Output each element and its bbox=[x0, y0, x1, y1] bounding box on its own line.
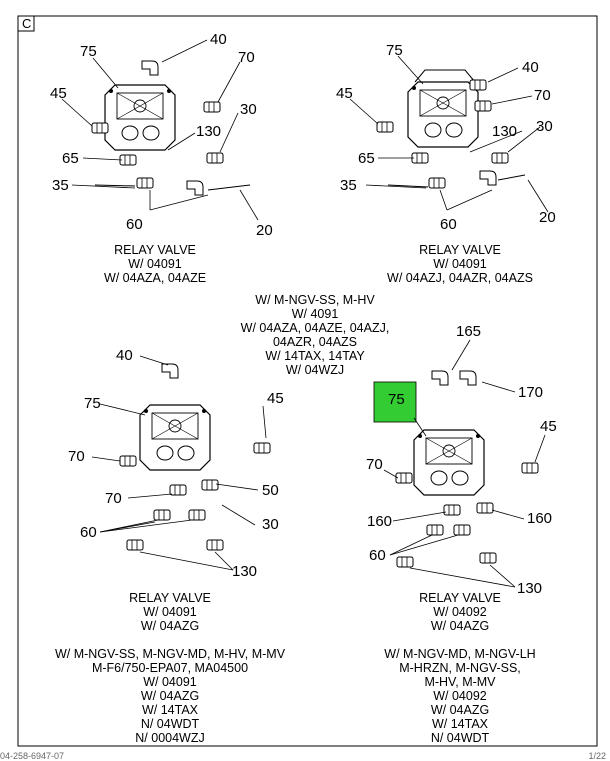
note-line: W/ 04WZJ bbox=[285, 363, 345, 377]
caption-line: W/ 04AZJ, 04AZR, 04AZS bbox=[387, 271, 533, 285]
callout-130: 130 bbox=[517, 580, 542, 597]
note-line: N/ 04WDT bbox=[430, 731, 490, 745]
callout-70: 70 bbox=[366, 456, 383, 473]
caption-line: RELAY VALVE bbox=[114, 243, 196, 257]
caption-bottom-left: RELAY VALVE W/ 04091 W/ 04AZG bbox=[115, 591, 225, 633]
callout-70: 70 bbox=[68, 448, 85, 465]
callout-40: 40 bbox=[210, 31, 227, 48]
note-line: N/ 04WDT bbox=[140, 717, 200, 731]
view-top-left: 75 40 45 70 30 130 65 35 60 20 bbox=[50, 31, 273, 239]
footer-left: 04-258-6947-07 bbox=[0, 751, 65, 761]
note-bottom-left: W/ M-NGV-SS, M-NGV-MD, M-HV, M-MV M-F6/7… bbox=[50, 647, 290, 745]
note-line: W/ M-NGV-SS, M-HV bbox=[255, 293, 375, 307]
note-line: N/ 0004WZJ bbox=[135, 731, 205, 745]
view-top-right: 75 40 45 70 130 30 65 35 60 20 bbox=[336, 42, 556, 233]
callout-60: 60 bbox=[80, 524, 97, 541]
note-line: M-F6/750-EPA07, MA04500 bbox=[91, 661, 249, 675]
callout-60: 60 bbox=[126, 216, 143, 233]
caption-line: RELAY VALVE bbox=[419, 591, 501, 605]
center-applicability-note: W/ M-NGV-SS, M-HV W/ 4091 W/ 04AZA, 04AZ… bbox=[230, 293, 400, 377]
callout-130: 130 bbox=[196, 123, 221, 140]
caption-line: W/ 04091 bbox=[128, 257, 182, 271]
note-line: W/ 4091 bbox=[291, 307, 339, 321]
caption-line: W/ 04AZA, 04AZE bbox=[103, 271, 207, 285]
note-line: W/ 04091 bbox=[143, 675, 197, 689]
callout-70: 70 bbox=[238, 49, 255, 66]
note-line: W/ 04AZG bbox=[430, 703, 490, 717]
note-line: W/ 14TAX bbox=[431, 717, 489, 731]
caption-line: RELAY VALVE bbox=[129, 591, 211, 605]
callout-160b: 160 bbox=[527, 510, 552, 527]
callout-75: 75 bbox=[388, 391, 405, 408]
note-line: 04AZR, 04AZS bbox=[272, 335, 358, 349]
note-line: W/ 14TAX bbox=[141, 703, 199, 717]
callout-20: 20 bbox=[539, 209, 556, 226]
callout-40: 40 bbox=[116, 347, 133, 364]
callout-65: 65 bbox=[358, 150, 375, 167]
caption-line: RELAY VALVE bbox=[419, 243, 501, 257]
callout-75: 75 bbox=[386, 42, 403, 59]
callout-20: 20 bbox=[256, 222, 273, 239]
callout-30: 30 bbox=[536, 118, 553, 135]
callout-35: 35 bbox=[52, 177, 69, 194]
note-line: W/ 04AZG bbox=[140, 689, 200, 703]
callout-45: 45 bbox=[267, 390, 284, 407]
callout-35: 35 bbox=[340, 177, 357, 194]
callout-60: 60 bbox=[440, 216, 457, 233]
callout-50: 50 bbox=[262, 482, 279, 499]
caption-line: W/ 04AZG bbox=[430, 619, 490, 633]
view-bottom-left: 40 75 45 70 70 50 60 30 130 bbox=[68, 347, 284, 580]
view-bottom-right: 75 165 170 45 70 160 160 60 130 bbox=[366, 323, 557, 597]
caption-line: W/ 04AZG bbox=[140, 619, 200, 633]
caption-line: W/ 04091 bbox=[143, 605, 197, 619]
callout-75: 75 bbox=[84, 395, 101, 412]
callout-45: 45 bbox=[540, 418, 557, 435]
callout-130: 130 bbox=[492, 123, 517, 140]
highlighted-part-75[interactable] bbox=[373, 381, 417, 423]
callout-130: 130 bbox=[232, 563, 257, 580]
callout-60: 60 bbox=[369, 547, 386, 564]
callout-75: 75 bbox=[80, 43, 97, 60]
caption-line: W/ 04091 bbox=[433, 257, 487, 271]
callout-65: 65 bbox=[62, 150, 79, 167]
callout-45: 45 bbox=[50, 85, 67, 102]
callout-70b: 70 bbox=[105, 490, 122, 507]
caption-bottom-right: RELAY VALVE W/ 04092 W/ 04AZG bbox=[400, 591, 520, 633]
footer-right: 1/22 bbox=[588, 751, 606, 761]
callout-30: 30 bbox=[262, 516, 279, 533]
panel-letter: C bbox=[22, 16, 31, 31]
callout-70: 70 bbox=[534, 87, 551, 104]
callout-40: 40 bbox=[522, 59, 539, 76]
note-line: M-HRZN, M-NGV-SS, bbox=[399, 661, 521, 675]
callout-45: 45 bbox=[336, 85, 353, 102]
callout-170: 170 bbox=[518, 384, 543, 401]
note-line: M-HV, M-MV bbox=[424, 675, 496, 689]
caption-top-left: RELAY VALVE W/ 04091 W/ 04AZA, 04AZE bbox=[95, 243, 215, 285]
note-line: W/ 04AZA, 04AZE, 04AZJ, bbox=[240, 321, 390, 335]
note-line: W/ M-NGV-MD, M-NGV-LH bbox=[384, 647, 536, 661]
note-line: W/ M-NGV-SS, M-NGV-MD, M-HV, M-MV bbox=[54, 647, 286, 661]
caption-top-right: RELAY VALVE W/ 04091 W/ 04AZJ, 04AZR, 04… bbox=[380, 243, 540, 285]
note-line: W/ 14TAX, 14TAY bbox=[265, 349, 365, 363]
callout-165: 165 bbox=[456, 323, 481, 340]
callout-160: 160 bbox=[367, 513, 392, 530]
caption-line: W/ 04092 bbox=[433, 605, 487, 619]
note-bottom-right: W/ M-NGV-MD, M-NGV-LH M-HRZN, M-NGV-SS, … bbox=[370, 647, 550, 745]
note-line: W/ 04092 bbox=[433, 689, 487, 703]
callout-30: 30 bbox=[240, 101, 257, 118]
panel-letter-box bbox=[17, 15, 35, 32]
